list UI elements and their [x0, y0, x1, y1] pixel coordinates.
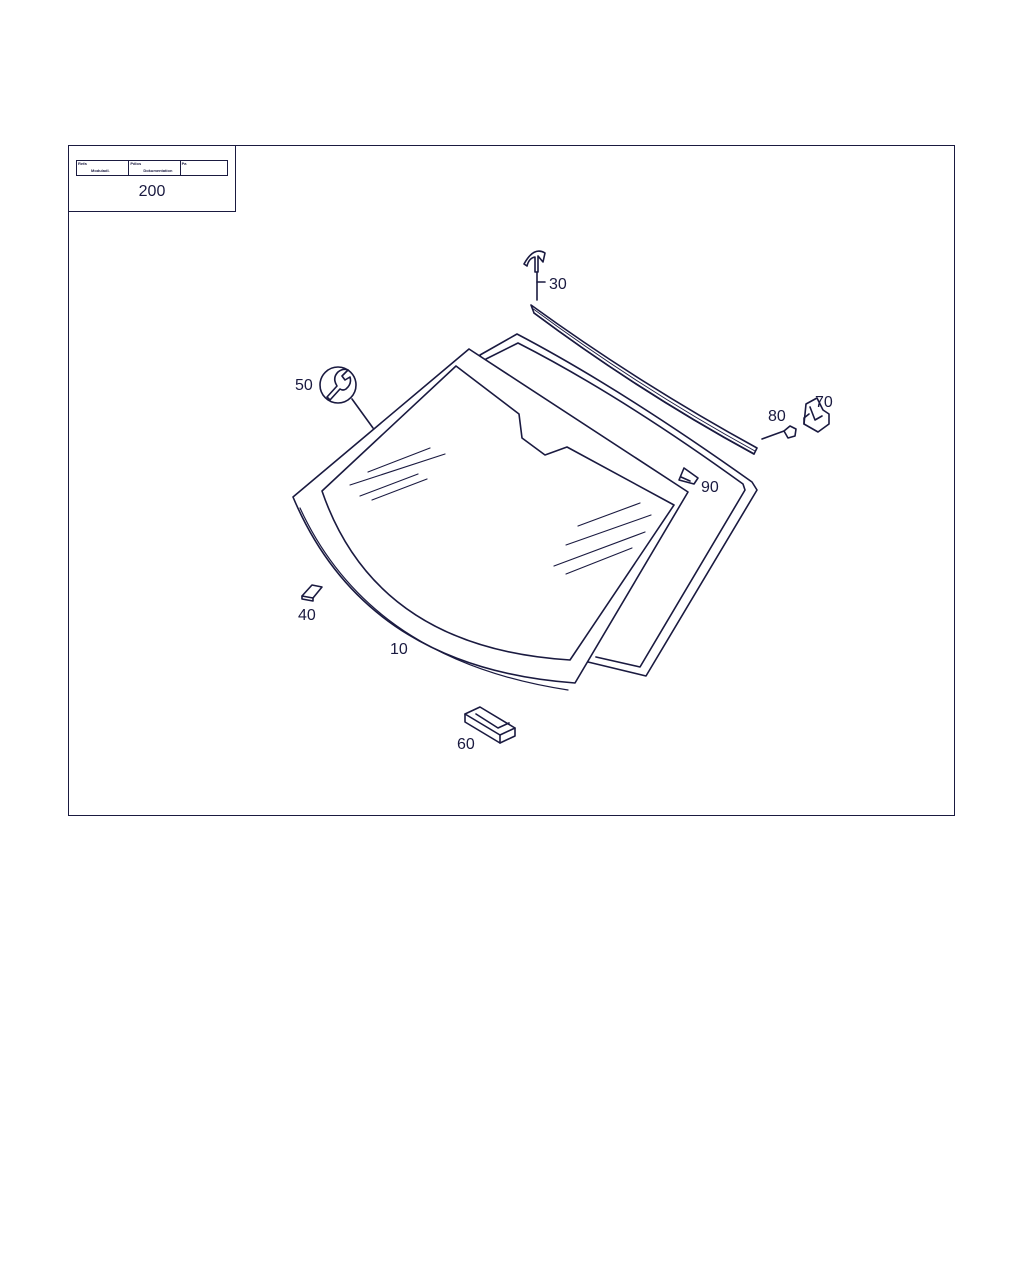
- callout-30: 30: [549, 276, 567, 293]
- wrench-icon: [319, 366, 374, 429]
- windshield-glass: [292, 348, 689, 691]
- callout-80: 80: [768, 408, 786, 425]
- info-cell-3: Pa: [181, 161, 227, 175]
- callout-10: 10: [390, 641, 408, 658]
- windshield-seal: [479, 333, 758, 677]
- callout-60: 60: [457, 736, 475, 753]
- callout-90: 90: [701, 479, 719, 496]
- info-cell-1-key: Refa: [78, 161, 87, 166]
- callout-70: 70: [815, 394, 833, 411]
- block-part: [464, 706, 516, 744]
- bracket-part: [803, 397, 830, 433]
- trim-clip: [523, 250, 546, 301]
- info-cell-1: Refa Moduladl.: [77, 161, 130, 175]
- glass-reflection-lines: [349, 447, 652, 575]
- pin-part: [761, 425, 797, 440]
- callout-40: 40: [298, 607, 316, 624]
- info-cell-2-value: Dokumentation: [143, 168, 173, 173]
- info-box: Refa Moduladl. Pdlos Dokumentation Pa 20…: [68, 145, 236, 212]
- clip-part: [301, 584, 323, 602]
- small-bracket-part: [678, 467, 699, 485]
- info-cell-1-value: Moduladl.: [91, 168, 110, 173]
- info-cell-3-key: Pa: [181, 161, 187, 166]
- top-trim-strip: [530, 304, 758, 455]
- diagram-number: 200: [138, 183, 166, 200]
- info-table: Refa Moduladl. Pdlos Dokumentation Pa: [76, 160, 228, 176]
- info-cell-2: Pdlos Dokumentation: [129, 161, 181, 175]
- diagram-frame: [68, 145, 955, 816]
- callout-50: 50: [295, 377, 313, 394]
- info-cell-2-key: Pdlos: [130, 161, 142, 166]
